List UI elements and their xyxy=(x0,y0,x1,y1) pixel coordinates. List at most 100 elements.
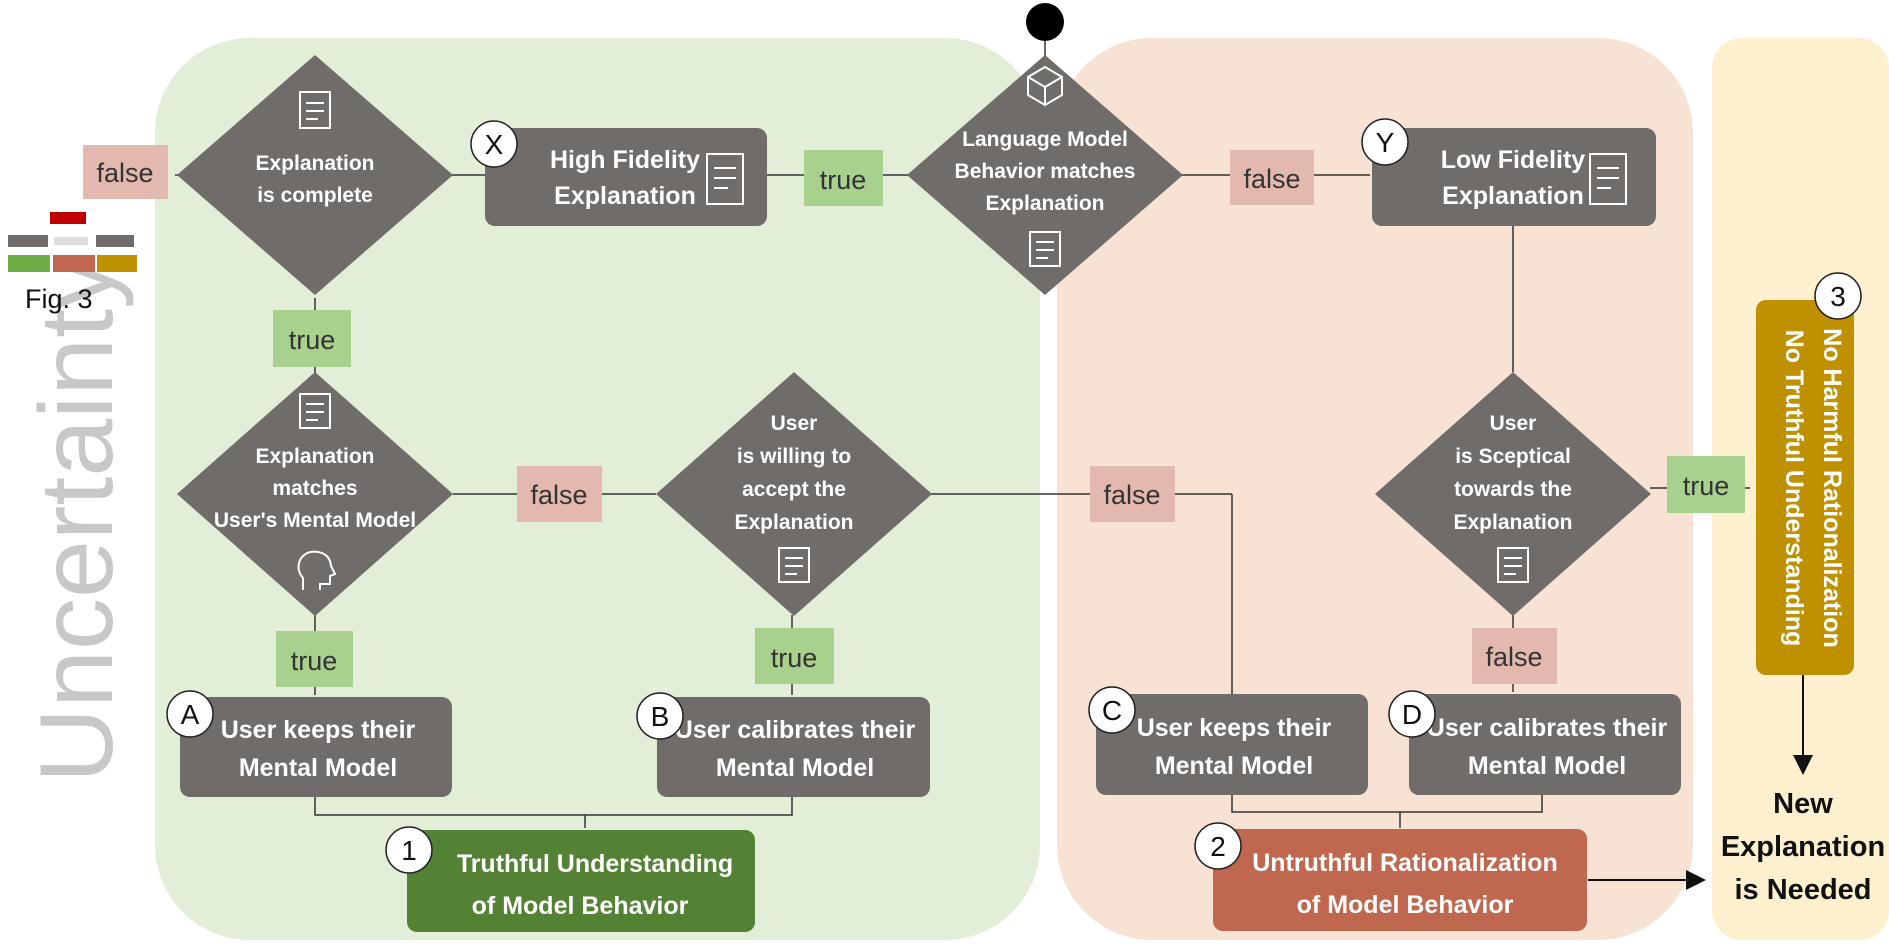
new-explanation-line2: Explanation xyxy=(1721,831,1885,863)
document-icon xyxy=(299,91,331,129)
badge-y xyxy=(1361,118,1409,166)
badge-x-letter: X xyxy=(485,129,504,160)
box-c-line2: Mental Model xyxy=(1155,752,1313,780)
tag-true-willing xyxy=(755,628,834,684)
outcome-2-line1: Untruthful Rationalization xyxy=(1252,849,1558,877)
badge-c-letter: C xyxy=(1102,695,1122,726)
box-x-line1: High Fidelity xyxy=(550,146,700,174)
tag-false-complete-label: false xyxy=(96,158,153,188)
tag-false-sceptical xyxy=(1472,628,1557,684)
outcome-3-no-harm[interactable] xyxy=(1756,300,1854,675)
decision-complete[interactable] xyxy=(177,55,453,295)
badge-d-letter: D xyxy=(1402,699,1422,730)
decision-sceptical[interactable] xyxy=(1375,372,1651,616)
badge-3-num: 3 xyxy=(1830,281,1846,312)
outcome-1-line2: of Model Behavior xyxy=(472,892,689,920)
outcome-2-untruthful[interactable] xyxy=(1213,829,1587,931)
box-b-line2: Mental Model xyxy=(716,754,874,782)
head-icon xyxy=(297,550,337,590)
fig-label: Fig. 3 xyxy=(25,284,93,314)
badge-y-letter: Y xyxy=(1376,127,1395,158)
box-b-line1: User calibrates their xyxy=(675,716,916,744)
tag-true-sceptical-label: true xyxy=(1683,471,1730,501)
lm-matches-line1: Language Model xyxy=(962,128,1128,151)
tag-true-sceptical xyxy=(1667,456,1745,513)
document-icon xyxy=(778,547,810,583)
tag-true-complete xyxy=(273,310,351,367)
outcome-2-line2: of Model Behavior xyxy=(1297,891,1514,919)
start-node xyxy=(1026,3,1064,41)
box-a-keeps[interactable] xyxy=(180,697,452,797)
tag-true-lm-matches xyxy=(804,150,883,206)
box-c-keeps[interactable] xyxy=(1096,694,1368,795)
badge-b-letter: B xyxy=(651,701,670,732)
tag-false-sceptical-label: false xyxy=(1485,642,1542,672)
box-d-line2: Mental Model xyxy=(1468,752,1626,780)
box-c-line1: User keeps their xyxy=(1137,714,1332,742)
tag-true-lm-matches-label: true xyxy=(820,165,867,195)
tag-true-complete-label: true xyxy=(289,325,336,355)
willing-line4: Explanation xyxy=(734,511,853,534)
box-b-calibrates[interactable] xyxy=(657,697,930,797)
outcome-1-truthful[interactable] xyxy=(407,830,755,932)
uncertainty-label: Uncertainty xyxy=(19,257,135,783)
badge-c xyxy=(1088,686,1136,734)
badge-1-num: 1 xyxy=(401,835,417,866)
complete-line1: Explanation xyxy=(255,152,374,175)
badge-b xyxy=(636,692,684,740)
outcome-3-line2: No Truthful Understanding xyxy=(1780,330,1808,647)
tag-true-mental-model-label: true xyxy=(291,646,338,676)
sceptical-line3: towards the xyxy=(1454,478,1572,501)
puzzle-icon xyxy=(1027,65,1063,107)
sceptical-line4: Explanation xyxy=(1453,511,1572,534)
lm-matches-line2: Behavior matches xyxy=(955,160,1136,183)
decision-willing[interactable] xyxy=(656,372,932,616)
document-icon xyxy=(1029,231,1061,267)
sceptical-line2: is Sceptical xyxy=(1455,445,1571,468)
new-explanation-line3: is Needed xyxy=(1735,874,1872,906)
box-x-high-fidelity[interactable] xyxy=(485,128,767,226)
willing-line2: is willing to xyxy=(737,445,851,468)
lm-matches-line3: Explanation xyxy=(985,192,1104,215)
tag-true-willing-label: true xyxy=(771,643,818,673)
tag-false-lm-matches-label: false xyxy=(1243,164,1300,194)
willing-line3: accept the xyxy=(742,478,846,501)
tag-false-lm-matches xyxy=(1230,150,1314,205)
box-y-line2: Explanation xyxy=(1442,182,1584,210)
outcome-1-line1: Truthful Understanding xyxy=(457,850,733,878)
box-y-low-fidelity[interactable] xyxy=(1372,128,1656,226)
matches-mental-line2: matches xyxy=(272,477,357,500)
badge-1 xyxy=(385,826,433,874)
decision-lm-matches[interactable] xyxy=(907,55,1183,295)
badge-3 xyxy=(1814,272,1862,320)
document-icon xyxy=(1497,547,1529,583)
document-icon xyxy=(299,393,331,429)
matches-mental-line3: User's Mental Model xyxy=(214,509,416,532)
box-y-line1: Low Fidelity xyxy=(1441,146,1586,174)
box-a-line2: Mental Model xyxy=(239,754,397,782)
box-d-calibrates[interactable] xyxy=(1409,694,1681,795)
matches-mental-line1: Explanation xyxy=(255,445,374,468)
document-icon xyxy=(1589,153,1627,205)
badge-d xyxy=(1388,690,1436,738)
box-x-line2: Explanation xyxy=(554,182,696,210)
willing-line1: User xyxy=(771,412,818,435)
sceptical-line1: User xyxy=(1490,412,1537,435)
badge-a-letter: A xyxy=(181,699,200,730)
fig3-thumbnail[interactable] xyxy=(8,212,137,272)
tag-false-willing xyxy=(1090,466,1175,522)
decision-matches-mental-model[interactable] xyxy=(177,372,453,616)
outcome-3-line1: No Harmful Rationalization xyxy=(1818,328,1846,647)
tag-false-willing-label: false xyxy=(1103,480,1160,510)
box-a-line1: User keeps their xyxy=(221,716,416,744)
tag-false-mental-model xyxy=(517,466,602,522)
badge-2-num: 2 xyxy=(1210,831,1226,862)
badge-2 xyxy=(1194,822,1242,870)
document-icon xyxy=(706,153,744,205)
box-d-line1: User calibrates their xyxy=(1427,714,1668,742)
badge-a xyxy=(166,690,214,738)
complete-line2: is complete xyxy=(257,184,373,207)
tag-false-mental-model-label: false xyxy=(530,480,587,510)
tag-true-mental-model xyxy=(276,631,353,687)
